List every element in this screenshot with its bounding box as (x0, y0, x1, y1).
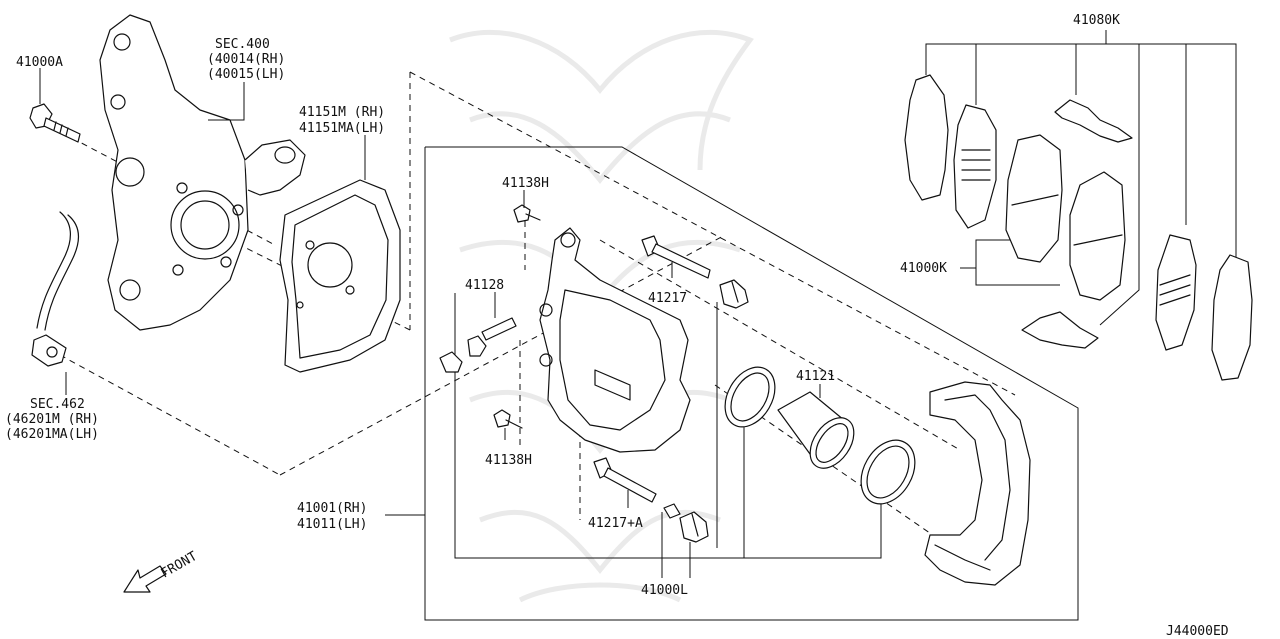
bolt-41000A (29, 103, 81, 143)
inner-shim-right (1155, 234, 1197, 351)
bleeder-41138H-upper (513, 204, 541, 223)
brake-pad-right (1069, 171, 1126, 301)
label-41151MA: 41151MA(LH) (299, 121, 385, 136)
label-sec462-line1: SEC.462 (30, 397, 85, 412)
caliper-body (539, 227, 691, 453)
front-arrow: FRONT (123, 549, 201, 593)
label-sec400-line1: SEC.400 (215, 37, 270, 52)
pin-boot-upper (719, 279, 749, 309)
outer-shim-right (1211, 254, 1253, 381)
front-arrow-label: FRONT (159, 549, 201, 582)
bracket-lines-41080K (925, 30, 1237, 326)
pin-boot-lower (663, 503, 709, 543)
brake-pad-left (1005, 134, 1063, 263)
inner-shim-left (953, 104, 997, 229)
label-41121: 41121 (796, 369, 835, 384)
label-41000K: 41000K (900, 261, 947, 276)
outer-shim-left (904, 74, 949, 201)
caliper-assembly-frame (424, 146, 1079, 621)
labels: 41000A SEC.400 (40014(RH) (40015(LH) 411… (5, 13, 1229, 639)
label-41080K: 41080K (1073, 13, 1120, 28)
slide-pin-41217 (641, 235, 711, 279)
label-41011: 41011(LH) (297, 517, 367, 532)
label-sec462-line3: (46201MA(LH) (5, 427, 99, 442)
label-41217: 41217 (648, 291, 687, 306)
label-41217A: 41217+A (588, 516, 643, 531)
bleeder-screw-41128 (439, 317, 517, 373)
pad-clip-upper (1054, 99, 1133, 143)
brake-hose (31, 211, 79, 367)
bleeder-41138H-lower (493, 409, 523, 429)
label-sec400-line3: (40015(LH) (207, 67, 285, 82)
label-41000A: 41000A (16, 55, 63, 70)
label-41001: 41001(RH) (297, 501, 367, 516)
label-41138H-upper: 41138H (502, 176, 549, 191)
seal-kit-frame (454, 293, 882, 559)
diagram-id: J44000ED (1166, 624, 1229, 639)
pad-clip-lower (1021, 311, 1099, 349)
piston-seal (724, 366, 776, 428)
bracket-lines-41000K (960, 239, 1060, 286)
dust-boot (860, 439, 916, 505)
leader-lines (39, 68, 821, 578)
label-sec400-line2: (40014(RH) (207, 52, 285, 67)
splash-guard (279, 179, 401, 373)
label-41128: 41128 (465, 278, 504, 293)
label-41151M: 41151M (RH) (299, 105, 385, 120)
label-41138H-lower: 41138H (485, 453, 532, 468)
slide-pin-41217A (593, 457, 657, 503)
caliper-bracket (924, 381, 1031, 586)
steering-knuckle (99, 14, 306, 331)
label-41000L: 41000L (641, 583, 688, 598)
piston-41121 (777, 391, 855, 469)
label-sec462-line2: (46201M (RH) (5, 412, 99, 427)
